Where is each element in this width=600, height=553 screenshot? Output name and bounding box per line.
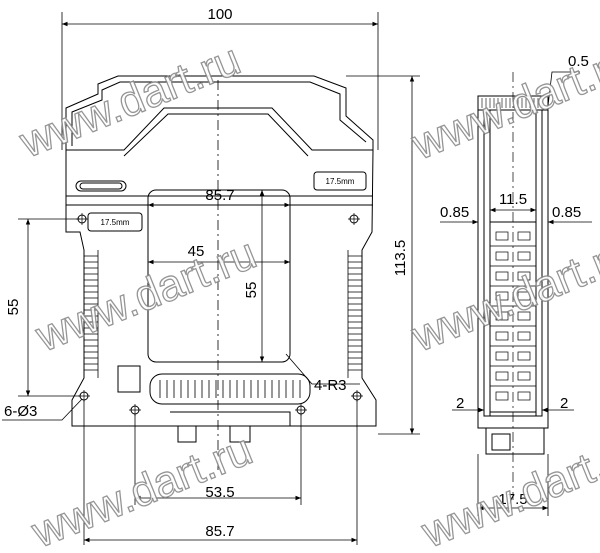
dim-side-inner-width: 11.5 xyxy=(499,191,527,208)
dim-hole-spacing-v: 55 xyxy=(5,299,22,316)
vent-grille xyxy=(149,373,311,405)
dim-holes: 6-Ø3 xyxy=(4,403,37,420)
dim-corner-radius: 4-R3 xyxy=(314,377,347,394)
dim-total-height: 113.5 xyxy=(392,240,409,276)
side-dimension-lines xyxy=(440,71,592,516)
watermark-4: www.dart.ru xyxy=(404,37,600,170)
dim-window-height: 55 xyxy=(243,282,260,299)
dim-side-wall-left: 0.85 xyxy=(440,204,469,221)
slot-pill xyxy=(75,180,127,192)
body-outline xyxy=(65,149,377,427)
dim-overall-width: 100 xyxy=(207,6,232,23)
front-view xyxy=(65,75,377,470)
dim-side-offset-top: 0.5 xyxy=(568,53,589,70)
left-fins xyxy=(84,250,99,378)
dim-hole-spacing-h: 45 xyxy=(188,243,205,260)
right-fins xyxy=(347,250,362,378)
side-view xyxy=(477,72,549,500)
dim-inner-width-bottom: 85.7 xyxy=(205,523,234,540)
tag-box-left xyxy=(87,212,143,232)
din-clip xyxy=(170,411,291,443)
vent-slots xyxy=(159,380,301,398)
top-cap-outline xyxy=(65,75,374,150)
watermark-1: www.dart.ru xyxy=(12,35,247,168)
watermark-6: www.dart.ru xyxy=(414,425,600,553)
dim-inner-width-top: 85.7 xyxy=(205,187,234,204)
watermark-layer: www.dart.ru www.dart.ru www.dart.ru www.… xyxy=(12,34,600,553)
dim-mount-spacing: 53.5 xyxy=(205,484,234,501)
dim-side-wall-right: 0.85 xyxy=(552,204,581,221)
dimension-lines xyxy=(2,12,420,545)
dim-side-gap-right: 2 xyxy=(560,395,568,412)
side-top-hatch xyxy=(481,98,543,108)
small-square xyxy=(117,365,141,393)
dim-side-width: 17.5 xyxy=(498,491,527,508)
side-bottom-clip xyxy=(485,427,545,455)
central-window xyxy=(147,189,291,363)
watermark-2: www.dart.ru xyxy=(28,229,263,362)
tag-top-label: 17.5mm xyxy=(326,177,355,186)
watermark-5: www.dart.ru xyxy=(404,229,600,362)
slot-pill-inner xyxy=(79,182,123,190)
dim-side-gap-left: 2 xyxy=(456,395,464,412)
tag-left-label: 17.5mm xyxy=(101,218,130,227)
top-cap-inner xyxy=(71,81,367,146)
tag-box-top xyxy=(313,171,367,191)
